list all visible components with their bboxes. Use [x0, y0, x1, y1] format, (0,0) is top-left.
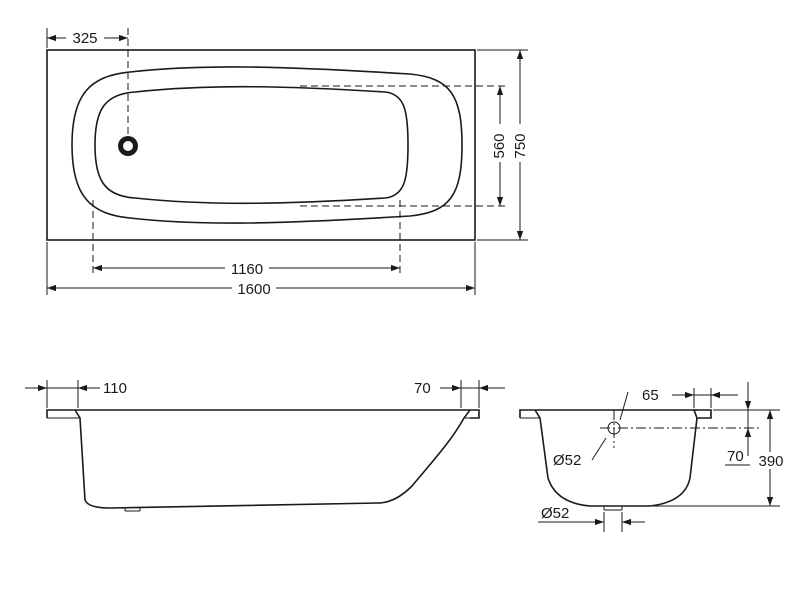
- end-profile: [519, 409, 712, 507]
- dim-overflow-diameter: Ø52: [553, 452, 581, 469]
- dim-inner-width: 560: [491, 133, 508, 158]
- dim-outer-width: 750: [512, 133, 529, 158]
- dim-depth: 390: [758, 453, 783, 470]
- dim-end-rim: 65: [642, 387, 659, 404]
- side-view: 110 70: [25, 380, 505, 512]
- dim-rim-right: 70: [414, 380, 431, 397]
- dim-drain-offset: 325: [72, 30, 97, 47]
- dim-inner-length: 1160: [231, 261, 263, 278]
- dim-rim-left: 110: [103, 380, 127, 397]
- end-view: Ø52 65 70 390 Ø52: [519, 382, 788, 532]
- dim-outer-length: 1600: [237, 281, 270, 298]
- drain-hole: [118, 136, 138, 156]
- dim-waste-diameter: Ø52: [541, 505, 569, 522]
- tub-basin: [94, 85, 409, 205]
- side-profile: [46, 409, 480, 509]
- tub-outer-rim: [46, 49, 476, 241]
- dim-overflow-height: 70: [727, 448, 744, 465]
- top-view: 325 1160 1600 560 750: [46, 28, 529, 298]
- tub-rim-edge: [71, 66, 463, 224]
